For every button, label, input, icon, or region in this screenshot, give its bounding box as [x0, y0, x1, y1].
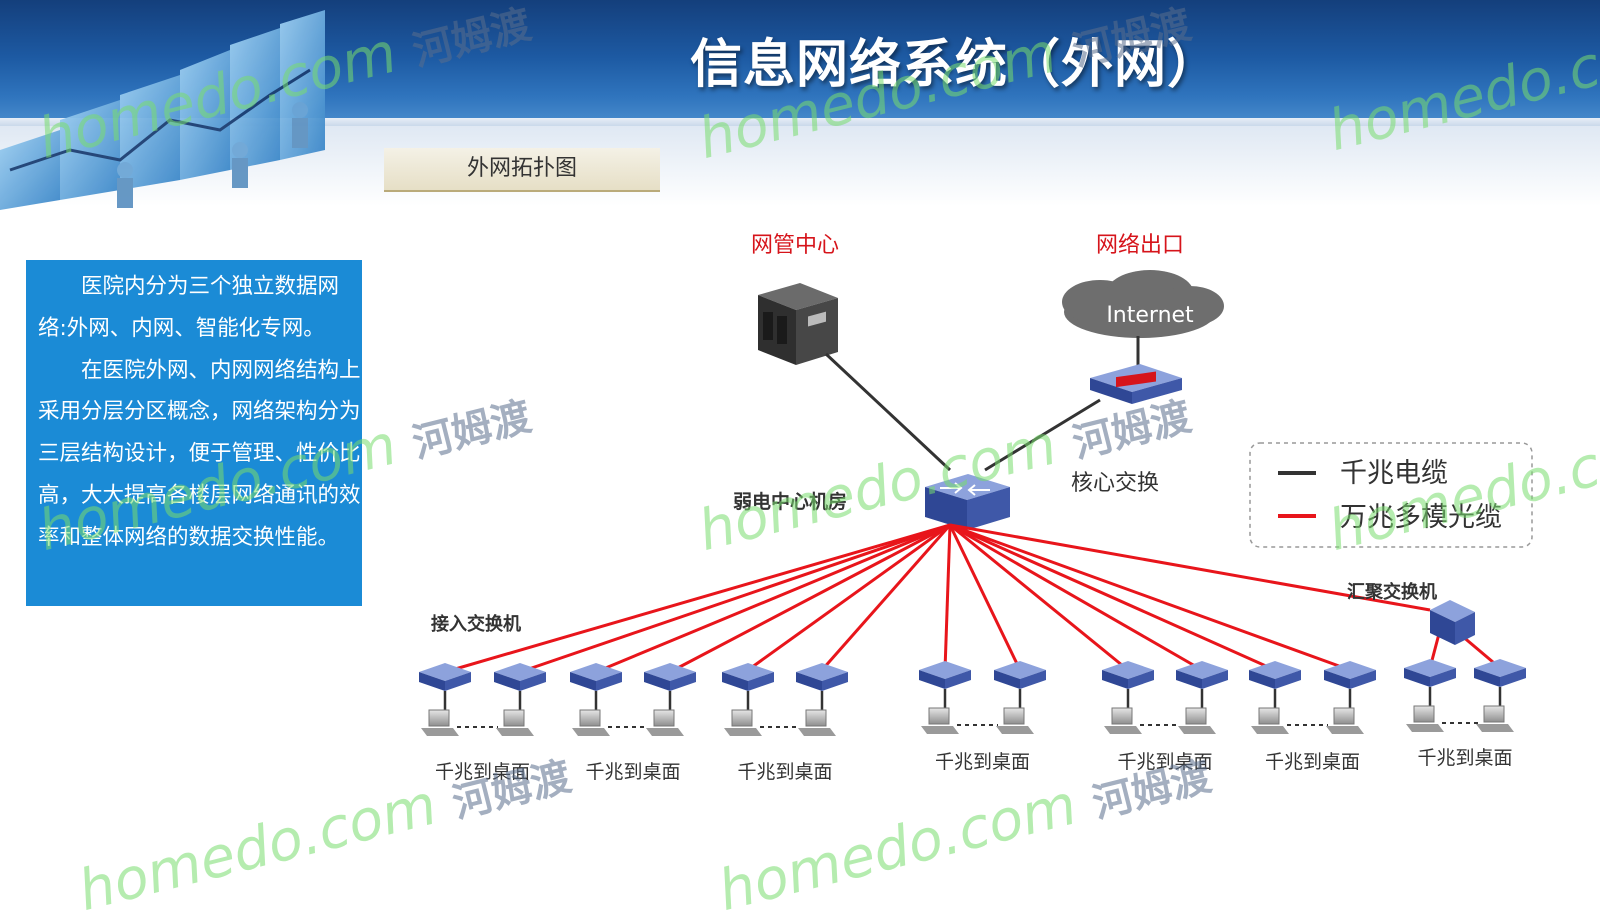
- group-label: 千兆到桌面: [1117, 751, 1212, 773]
- fiber-link: [519, 523, 951, 674]
- description-paragraph-1: 医院内分为三个独立数据网络:外网、内网、智能化专网。: [38, 274, 340, 341]
- desktop-pc-icon: [921, 707, 959, 734]
- access-switch-icon: [570, 663, 622, 691]
- access-switch-icon: [1404, 659, 1456, 687]
- server-icon: [758, 283, 838, 365]
- desktop-pc-icon: [1104, 707, 1142, 734]
- fiber-link: [949, 523, 1276, 672]
- group-label: 千兆到桌面: [435, 761, 530, 783]
- desktop-pc-icon: [421, 709, 459, 736]
- access-switch-icon: [1474, 659, 1526, 687]
- access-group: 千兆到桌面: [722, 663, 848, 783]
- core-switch-icon: [925, 474, 1010, 530]
- internet-cloud-icon: [1062, 270, 1224, 338]
- internet-label: Internet: [1106, 303, 1194, 328]
- business-chart-illustration: [0, 10, 325, 210]
- access-label: 接入交换机: [431, 613, 521, 635]
- desktop-pc-icon: [1476, 705, 1514, 732]
- desktop-pc-icon: [572, 709, 610, 736]
- desktop-pc-icon: [1406, 705, 1444, 732]
- access-group: 千兆到桌面: [419, 663, 546, 783]
- header-divider: [0, 118, 1600, 126]
- access-switch-icon: [796, 663, 848, 691]
- desktop-pc-icon: [496, 709, 534, 736]
- desktop-pc-icon: [996, 707, 1034, 734]
- group-label: 千兆到桌面: [737, 761, 832, 783]
- nms-to-core-link: [824, 352, 952, 472]
- nms-label: 网管中心: [751, 233, 839, 258]
- access-switch-icon: [644, 663, 696, 691]
- desktop-pc-icon: [798, 709, 836, 736]
- fiber-link: [747, 523, 951, 672]
- network-topology-diagram: 网管中心 网络出口 Internet 核心交换 弱电中心机房: [419, 233, 1533, 783]
- page-title: 信息网络系统（外网）: [690, 35, 1221, 95]
- desktop-pc-icon: [1326, 707, 1364, 734]
- access-group: 千兆到桌面: [1249, 661, 1376, 773]
- core-label: 核心交换: [1071, 471, 1159, 496]
- access-switch-icon: [1324, 661, 1376, 689]
- access-group: 千兆到桌面: [1102, 661, 1228, 773]
- fiber-link: [948, 524, 1022, 671]
- desktop-pc-icon: [724, 709, 762, 736]
- access-switch-icon: [1176, 661, 1228, 689]
- firewall-icon: [1090, 364, 1182, 404]
- access-switch-icon: [994, 661, 1046, 689]
- fiber-link: [949, 523, 1431, 612]
- fiber-links: [444, 523, 1501, 674]
- desktop-pc-icon: [646, 709, 684, 736]
- description-box: 医院内分为三个独立数据网络:外网、内网、智能化专网。 在医院外网、内网网络结构上…: [26, 260, 362, 606]
- access-group: 千兆到桌面: [570, 663, 696, 783]
- legend: 千兆电缆 万兆多模光缆: [1249, 442, 1533, 548]
- access-switch-icon: [494, 663, 546, 691]
- fiber-link: [595, 523, 951, 674]
- access-switch-icon: [1249, 661, 1301, 689]
- description-paragraph-2: 在医院外网、内网网络结构上采用分层分区概念，网络架构分为三层结构设计，便于管理、…: [38, 357, 361, 550]
- section-label: 外网拓扑图: [384, 148, 660, 192]
- access-switch-icon: [419, 663, 471, 691]
- group-label: 千兆到桌面: [585, 761, 680, 783]
- firewall-to-core-link: [984, 398, 1101, 472]
- access-switch-icon: [722, 663, 774, 691]
- group-label: 千兆到桌面: [1265, 751, 1360, 773]
- access-group: 千兆到桌面: [919, 661, 1046, 773]
- desktop-pc-icon: [1178, 707, 1216, 734]
- access-switch-icon: [1102, 661, 1154, 689]
- fiber-link: [949, 523, 1129, 672]
- legend-fiber-label: 万兆多模光缆: [1340, 502, 1502, 533]
- access-group: 千兆到桌面: [1404, 659, 1526, 769]
- exit-label: 网络出口: [1096, 233, 1184, 258]
- desktop-pc-icon: [1251, 707, 1289, 734]
- group-label: 千兆到桌面: [935, 751, 1030, 773]
- group-label: 千兆到桌面: [1417, 747, 1512, 769]
- access-switch-icon: [919, 661, 971, 689]
- fiber-link: [444, 523, 951, 674]
- room-label: 弱电中心机房: [733, 490, 847, 513]
- fiber-link: [943, 524, 952, 671]
- legend-copper-label: 千兆电缆: [1340, 458, 1448, 489]
- fiber-link: [949, 523, 1203, 672]
- fiber-link: [949, 523, 1351, 672]
- aggregation-switch-icon: [1430, 600, 1475, 645]
- fiber-link: [669, 523, 951, 674]
- fiber-link: [820, 524, 952, 671]
- aggregation-label: 汇聚交换机: [1347, 581, 1437, 603]
